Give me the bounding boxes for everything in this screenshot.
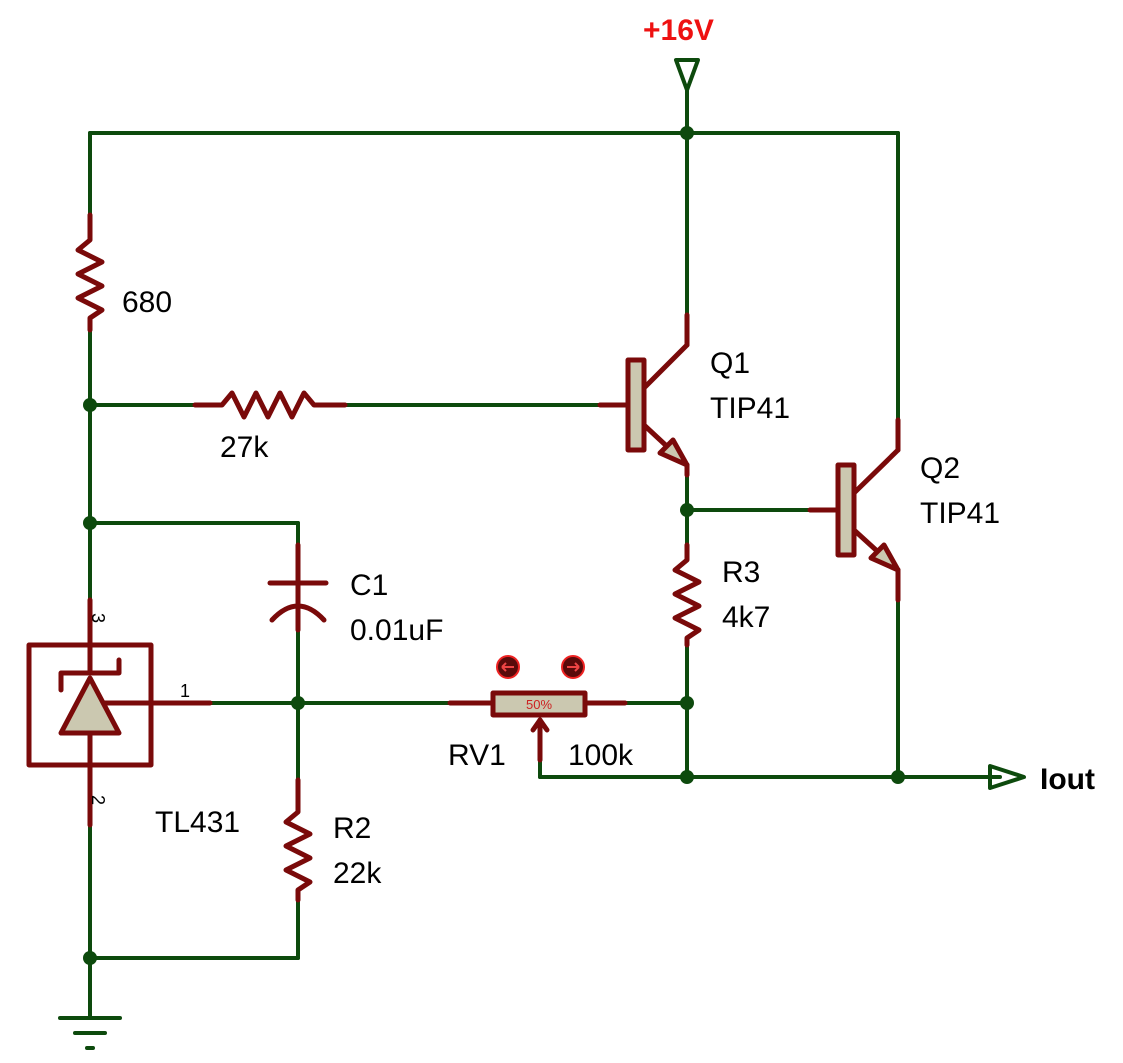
arrow-left-glyph — [501, 662, 514, 672]
potentiometer-rv1[interactable]: 50% RV1 100k — [447, 655, 634, 772]
r3-ref: R3 — [722, 556, 760, 589]
rv1-position: 50% — [526, 697, 552, 712]
arrow-right-glyph — [567, 662, 580, 672]
junction-dot — [83, 951, 97, 965]
tl431-part: TL431 — [155, 806, 240, 839]
c1-value: 0.01uF — [350, 614, 443, 647]
q1-collector-lead — [641, 342, 690, 391]
q1-ref: Q1 — [710, 347, 750, 380]
output-label: Iout — [1040, 763, 1095, 796]
q2-part: TIP41 — [920, 497, 1000, 530]
junction-dot — [680, 126, 694, 140]
resistor-icon — [192, 390, 348, 420]
wiper-arrow-icon — [530, 717, 550, 733]
junction-dot — [680, 503, 694, 517]
junctions — [83, 126, 905, 965]
transistor-q2[interactable]: Q2 TIP41 — [807, 417, 1000, 603]
supply-terminal[interactable]: +16V — [643, 14, 714, 92]
junction-dot — [680, 770, 694, 784]
power-terminal-icon — [674, 58, 700, 92]
r3-value: 4k7 — [722, 601, 770, 634]
zener-diode-icon — [58, 675, 122, 736]
resistor-27k[interactable]: 27k — [192, 390, 348, 464]
pin-cathode: 3 — [88, 613, 108, 623]
capacitor-c1[interactable]: C1 0.01uF — [267, 542, 443, 647]
junction-dot — [891, 770, 905, 784]
q2-ref: Q2 — [920, 452, 960, 485]
r2-value: 22k — [333, 857, 382, 890]
potentiometer-body — [490, 690, 588, 718]
ground-symbol — [58, 1016, 122, 1050]
output-terminal-icon — [988, 764, 1026, 790]
rv1-increment-button[interactable] — [561, 655, 585, 679]
pin-ref: 1 — [180, 681, 190, 701]
c1-ref: C1 — [350, 569, 388, 602]
emitter-arrow-icon — [657, 437, 690, 468]
supply-label: +16V — [643, 14, 714, 47]
zener-bar-icon — [58, 657, 122, 693]
junction-dot — [680, 696, 694, 710]
rv1-decrement-button[interactable] — [496, 655, 520, 679]
rv1-ref: RV1 — [448, 739, 506, 772]
junction-dot — [291, 696, 305, 710]
resistor-icon — [75, 212, 105, 333]
q1-part: TIP41 — [710, 392, 790, 425]
q2-collector-lead — [851, 447, 901, 496]
resistor-r3[interactable]: R3 4k7 — [672, 542, 770, 648]
resistor-680[interactable]: 680 — [75, 212, 172, 333]
shunt-regulator-tl431[interactable]: 3 1 2 TL431 — [26, 597, 240, 839]
resistor-27k-value: 27k — [220, 431, 269, 464]
transistor-q1[interactable]: Q1 TIP41 — [597, 312, 790, 478]
resistor-icon — [283, 777, 313, 903]
junction-dot — [83, 516, 97, 530]
npn-transistor-icon — [835, 462, 857, 558]
npn-transistor-icon — [625, 357, 647, 453]
r2-ref: R2 — [333, 812, 371, 845]
emitter-arrow-icon — [868, 542, 901, 573]
resistor-680-value: 680 — [122, 286, 172, 319]
output-terminal[interactable]: Iout — [988, 763, 1095, 796]
wires — [88, 88, 1002, 1020]
resistor-r2[interactable]: R2 22k — [283, 777, 382, 903]
pin-anode: 2 — [88, 795, 108, 805]
capacitor-curved-plate-icon — [269, 603, 327, 623]
rv1-value: 100k — [568, 739, 634, 772]
resistor-icon — [672, 542, 702, 648]
junction-dot — [83, 398, 97, 412]
